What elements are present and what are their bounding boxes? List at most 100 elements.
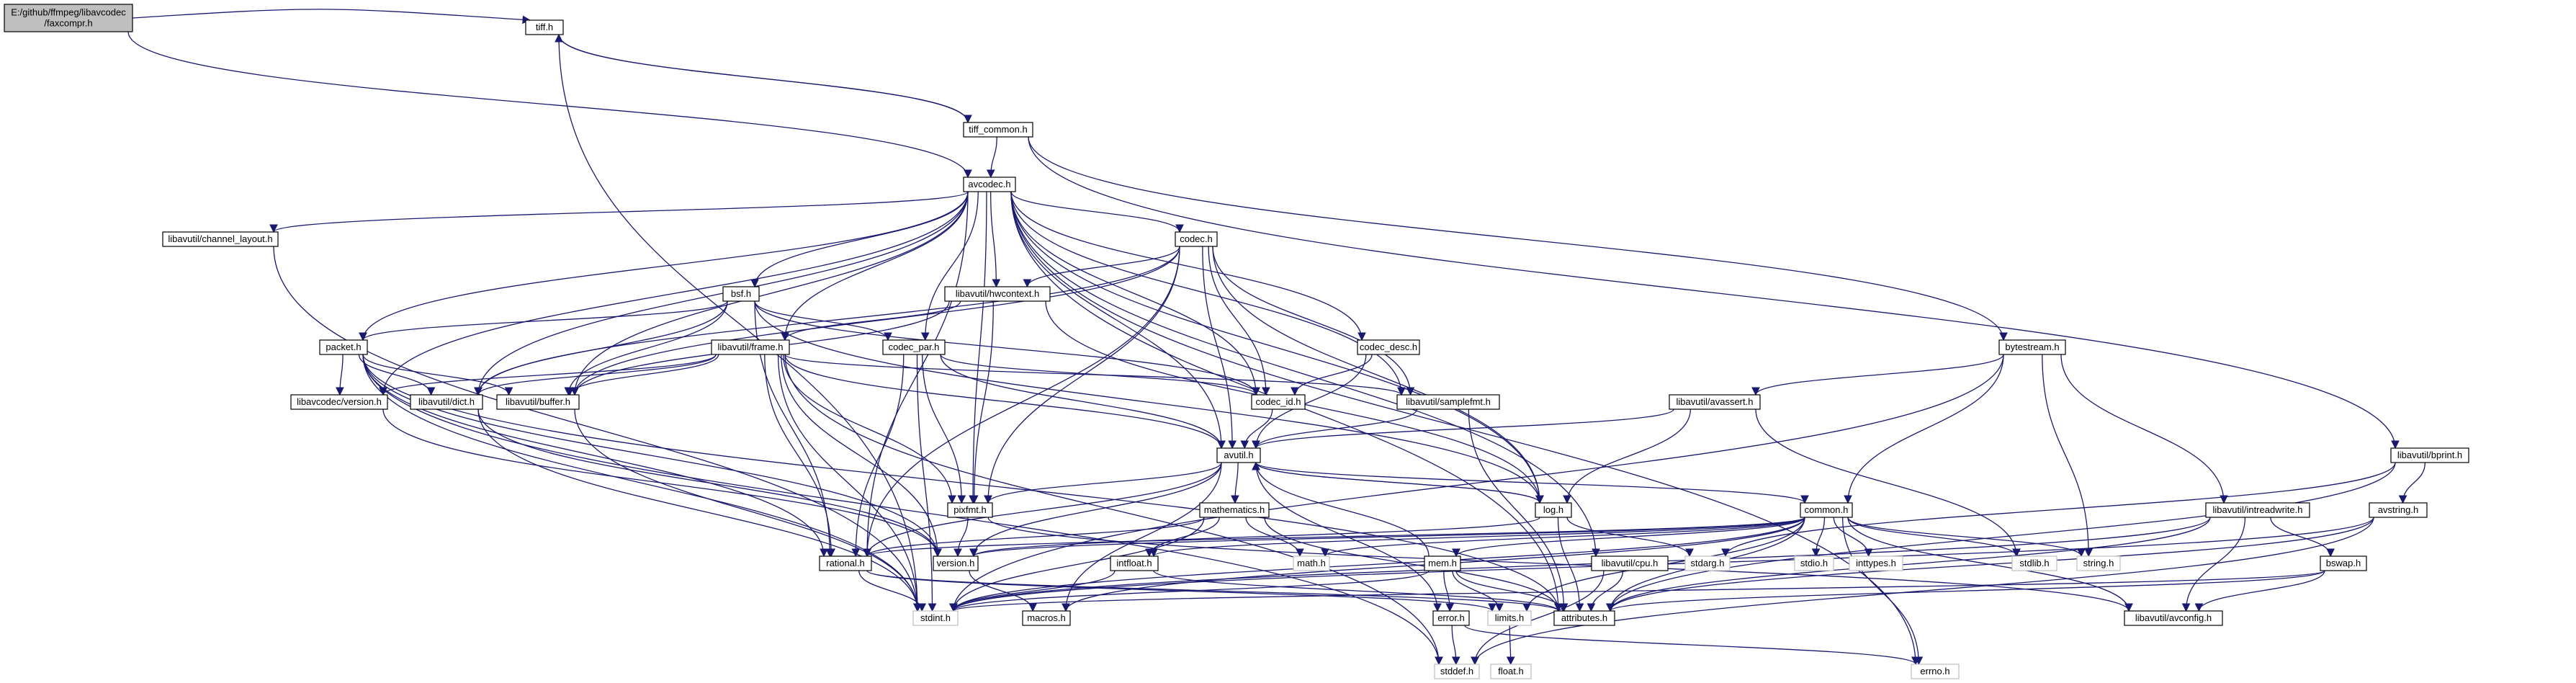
node-box — [1396, 394, 1500, 410]
node-frame-h[interactable]: libavutil/frame.h — [711, 339, 790, 355]
node-tiff-common-h[interactable]: tiff_common.h — [963, 122, 1033, 138]
node-label: rational.h — [826, 558, 864, 568]
node-mathematics-h[interactable]: mathematics.h — [1199, 502, 1270, 518]
node-box — [963, 177, 1016, 192]
node-label: bsf.h — [731, 288, 751, 299]
edge-avstring-h-to-stddef-h — [1471, 517, 2374, 666]
node-bsf-h[interactable]: bsf.h — [722, 286, 760, 302]
node-intreadwrite-h[interactable]: libavutil/intreadwrite.h — [2205, 502, 2310, 518]
node-label: version.h — [937, 558, 975, 568]
node-avconfig-h[interactable]: libavutil/avconfig.h — [2124, 610, 2223, 626]
edge-packet-h-to-lavc-version-h — [336, 354, 344, 396]
edge-mem-h-to-attributes-h — [1455, 570, 1568, 612]
edge-dict-h-to-version-h — [477, 409, 942, 558]
node-tiff-h[interactable]: tiff.h — [525, 19, 564, 35]
node-common-h[interactable]: common.h — [1800, 502, 1853, 518]
edge-intfloat-h-to-attributes-h — [1153, 570, 1563, 612]
edge-avcodec-h-to-pixfmt-h — [969, 191, 987, 504]
edge-frame-h-to-buffer-h — [565, 354, 719, 396]
node-rational-h[interactable]: rational.h — [819, 555, 872, 571]
node-bytestream-h[interactable]: bytestream.h — [1998, 339, 2066, 355]
edge-mathematics-h-to-attributes-h — [1264, 517, 1563, 612]
node-packet-h[interactable]: packet.h — [319, 339, 368, 355]
edge-bytestream-h-to-stdint-h — [949, 354, 2004, 612]
node-stdlib-h: stdlib.h — [2011, 555, 2057, 571]
edge-common-h-to-inttypes-h — [1833, 517, 1873, 558]
edge-intreadwrite-h-to-attributes-h — [1606, 517, 2211, 612]
node-label: stddef.h — [1440, 666, 1473, 677]
edge-intreadwrite-h-to-stdint-h — [949, 517, 2211, 612]
node-faxcompr-h[interactable]: E:/github/ffmpeg/libavcodec/faxcompr.h — [4, 4, 133, 32]
node-avstring-h[interactable]: avstring.h — [2369, 502, 2428, 518]
node-bprint-h[interactable]: libavutil/bprint.h — [2390, 447, 2469, 463]
node-box — [1684, 555, 1731, 571]
node-avassert-h[interactable]: libavutil/avassert.h — [1669, 394, 1761, 410]
node-error-h[interactable]: error.h — [1432, 610, 1470, 626]
node-label: bytestream.h — [2005, 342, 2059, 352]
node-avcodec-h[interactable]: avcodec.h — [963, 177, 1016, 192]
edge-error-h-to-stddef-h — [1451, 625, 1460, 666]
node-box — [290, 394, 388, 410]
node-box — [1487, 610, 1532, 626]
node-samplefmt-h[interactable]: libavutil/samplefmt.h — [1396, 394, 1500, 410]
node-hwcontext-h[interactable]: libavutil/hwcontext.h — [944, 286, 1051, 302]
node-avutil-h[interactable]: avutil.h — [1216, 447, 1261, 463]
edge-common-h-to-intfloat-h — [1149, 517, 1805, 558]
edge-avassert-h-to-avutil-h — [1252, 409, 1674, 450]
edge-common-h-to-errno-h — [1842, 517, 1924, 666]
node-box — [1535, 502, 1572, 518]
edge-packet-h-to-dict-h — [358, 354, 436, 396]
node-bswap-h[interactable]: bswap.h — [2320, 555, 2367, 571]
edge-codec-par-h-to-rational-h — [851, 354, 905, 558]
node-box — [2011, 555, 2057, 571]
node-pixfmt-h[interactable]: pixfmt.h — [947, 502, 993, 518]
edge-avutil-h-to-pixfmt-h — [984, 462, 1222, 504]
node-codec-par-h[interactable]: codec_par.h — [882, 339, 946, 355]
node-cpu-h[interactable]: libavutil/cpu.h — [1591, 555, 1669, 571]
node-label: libavutil/hwcontext.h — [956, 288, 1039, 299]
edge-common-h-to-stdio-h — [1811, 517, 1826, 558]
node-dict-h[interactable]: libavutil/dict.h — [410, 394, 483, 410]
edge-bytestream-h-to-string-h — [2042, 354, 2093, 558]
node-label: mathematics.h — [1204, 504, 1265, 515]
node-label: common.h — [1805, 504, 1849, 515]
edge-samplefmt-h-to-avutil-h — [1252, 409, 1417, 450]
node-label: float.h — [1498, 666, 1523, 677]
edge-buffer-h-to-stdint-h — [574, 409, 922, 612]
edge-cpu-h-to-stddef-h — [1471, 570, 1605, 666]
edge-common-h-to-mem-h — [1452, 517, 1805, 558]
node-channel-layout-h[interactable]: libavutil/channel_layout.h — [162, 231, 279, 247]
node-intfloat-h[interactable]: intfloat.h — [1110, 555, 1159, 571]
edge-bsf-h-to-log-h — [754, 300, 1544, 504]
node-box — [2390, 447, 2469, 463]
node-version-h[interactable]: version.h — [933, 555, 979, 571]
node-label: avcodec.h — [968, 179, 1010, 189]
edge-avcodec-h-to-codec-id-h — [1010, 191, 1260, 396]
node-box — [1110, 555, 1159, 571]
node-codec-h[interactable]: codec.h — [1175, 231, 1218, 247]
node-box — [947, 502, 993, 518]
edge-avutil-h-to-mathematics-h — [1231, 462, 1239, 504]
node-codec-id-h[interactable]: codec_id.h — [1251, 394, 1306, 410]
node-mem-h[interactable]: mem.h — [1424, 555, 1461, 571]
node-lavc-version-h[interactable]: libavcodec/version.h — [290, 394, 388, 410]
node-box — [319, 339, 368, 355]
node-box — [711, 339, 790, 355]
node-attributes-h[interactable]: attributes.h — [1553, 610, 1615, 626]
node-label: stdint.h — [920, 612, 951, 623]
node-box — [1216, 447, 1261, 463]
node-box — [1490, 664, 1532, 679]
edge-bswap-h-to-avconfig-h — [2194, 570, 2325, 612]
node-codec-desc-h[interactable]: codec_desc.h — [1357, 339, 1420, 355]
edge-avcodec-h-to-cpu-h — [1010, 191, 1600, 558]
node-label: limits.h — [1495, 612, 1524, 623]
node-label: /faxcompr.h — [44, 18, 92, 29]
edge-avcodec-h-to-buffer-h — [570, 191, 969, 396]
node-log-h[interactable]: log.h — [1535, 502, 1572, 518]
edge-avcodec-h-to-codec-desc-h — [1010, 191, 1366, 342]
node-buffer-h[interactable]: libavutil/buffer.h — [496, 394, 580, 410]
node-label: math.h — [1297, 558, 1326, 568]
node-macros-h[interactable]: macros.h — [1022, 610, 1071, 626]
node-label: mem.h — [1428, 558, 1457, 568]
